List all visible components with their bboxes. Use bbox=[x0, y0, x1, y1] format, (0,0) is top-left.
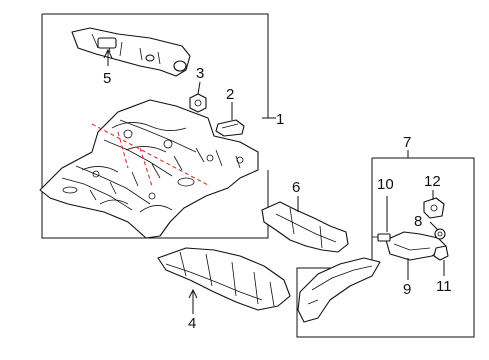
callout-5: 5 bbox=[103, 70, 111, 87]
callout-3: 3 bbox=[196, 65, 204, 82]
part-3-nut bbox=[189, 81, 207, 113]
callout-4: 4 bbox=[188, 315, 196, 332]
part-12-bracket bbox=[423, 190, 445, 219]
callout-8: 8 bbox=[414, 213, 422, 230]
callout-6: 6 bbox=[292, 179, 300, 196]
part-1-floor-pan bbox=[39, 99, 259, 239]
callout-12: 12 bbox=[424, 173, 441, 190]
group-frame-1 bbox=[41, 13, 276, 239]
callout-11: 11 bbox=[436, 278, 452, 295]
part-9-extension bbox=[297, 231, 447, 323]
part-8-nut bbox=[429, 221, 446, 240]
part-6-frame-rail bbox=[261, 196, 349, 253]
callout-2: 2 bbox=[226, 86, 234, 103]
callout-1: 1 bbox=[276, 111, 284, 128]
callout-7: 7 bbox=[403, 134, 411, 151]
part-2-bracket bbox=[215, 102, 245, 137]
part-11-clip bbox=[433, 245, 449, 276]
part-4-side-rail bbox=[157, 247, 291, 314]
callout-9: 9 bbox=[403, 281, 411, 298]
part-10-bolt bbox=[372, 196, 391, 242]
part-5-crossmember bbox=[71, 27, 191, 77]
callout-10: 10 bbox=[377, 176, 394, 193]
